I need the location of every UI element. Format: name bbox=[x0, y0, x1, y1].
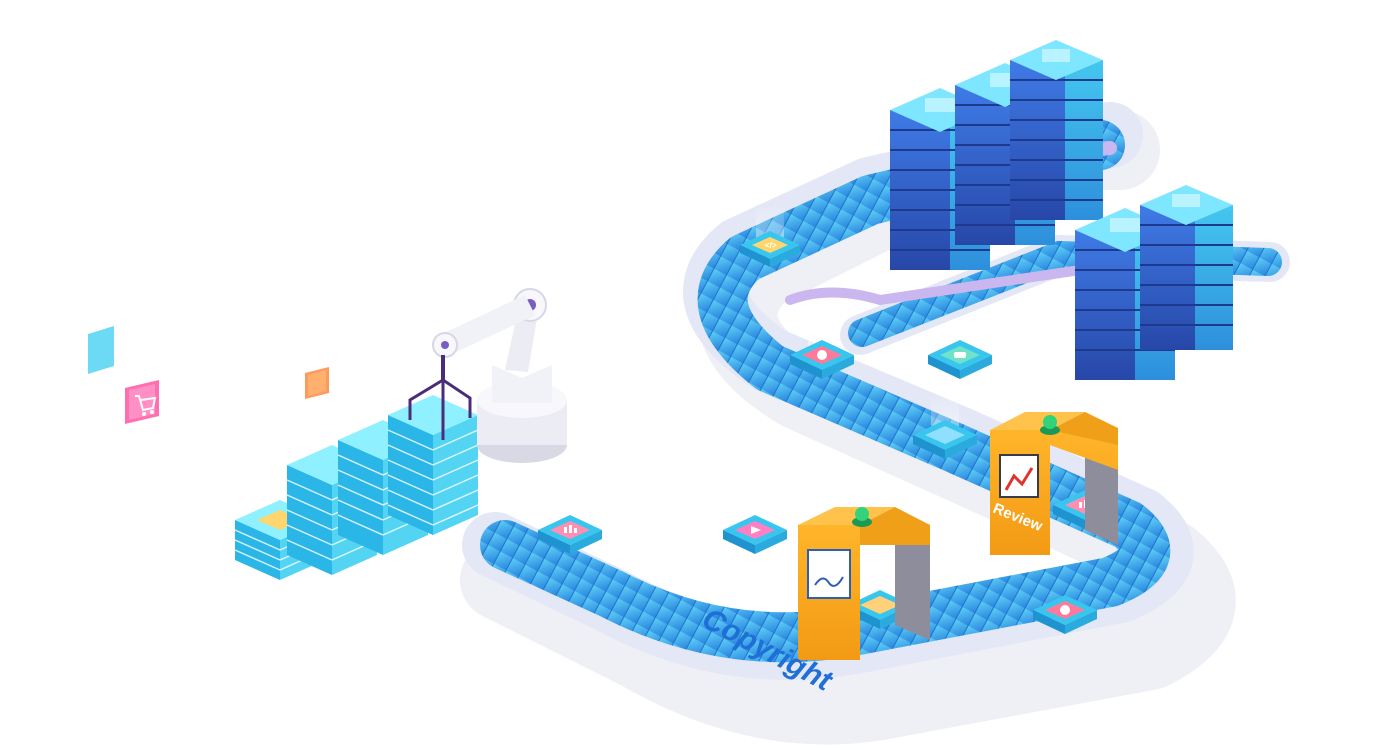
bar-chart-icon bbox=[564, 525, 577, 533]
beacon-icon bbox=[855, 507, 869, 521]
copyright-gate bbox=[798, 507, 930, 660]
server-cluster-top bbox=[890, 40, 1103, 270]
package-gear-bottom bbox=[1033, 595, 1097, 634]
screen-icon bbox=[1042, 49, 1070, 62]
conveyor-belt bbox=[460, 102, 1290, 745]
cyan-card-icon bbox=[88, 326, 114, 374]
server-rack bbox=[1010, 40, 1103, 220]
play-icon bbox=[751, 526, 761, 534]
chat-icon bbox=[954, 352, 966, 358]
code-icon: </> bbox=[765, 241, 777, 250]
robot-arm bbox=[408, 288, 567, 463]
screen-icon bbox=[1172, 194, 1200, 207]
package-play bbox=[723, 490, 787, 554]
package-document bbox=[913, 395, 977, 459]
package-gear bbox=[790, 315, 854, 379]
server-rack bbox=[890, 88, 990, 270]
server-rack bbox=[1140, 185, 1233, 350]
shopping-cart-icon bbox=[125, 380, 159, 424]
review-gate: Review bbox=[990, 412, 1118, 555]
image-icon bbox=[860, 596, 900, 614]
screen-icon bbox=[1110, 218, 1140, 232]
data-stacks bbox=[234, 395, 479, 580]
package-code: </> bbox=[740, 205, 800, 267]
data-stack bbox=[387, 395, 479, 535]
gear-icon bbox=[1060, 605, 1070, 615]
package-barchart-left bbox=[538, 490, 602, 554]
server-cluster-right bbox=[1075, 185, 1233, 380]
trend-chart-icon bbox=[1004, 467, 1034, 491]
orange-card-icon bbox=[305, 367, 329, 399]
beacon-icon bbox=[1043, 415, 1057, 429]
screen-icon bbox=[925, 98, 955, 112]
signature-icon bbox=[814, 576, 844, 587]
package-chat bbox=[928, 315, 992, 379]
document-icon bbox=[925, 426, 965, 444]
gear-icon bbox=[817, 350, 827, 360]
floating-icons bbox=[88, 326, 329, 424]
